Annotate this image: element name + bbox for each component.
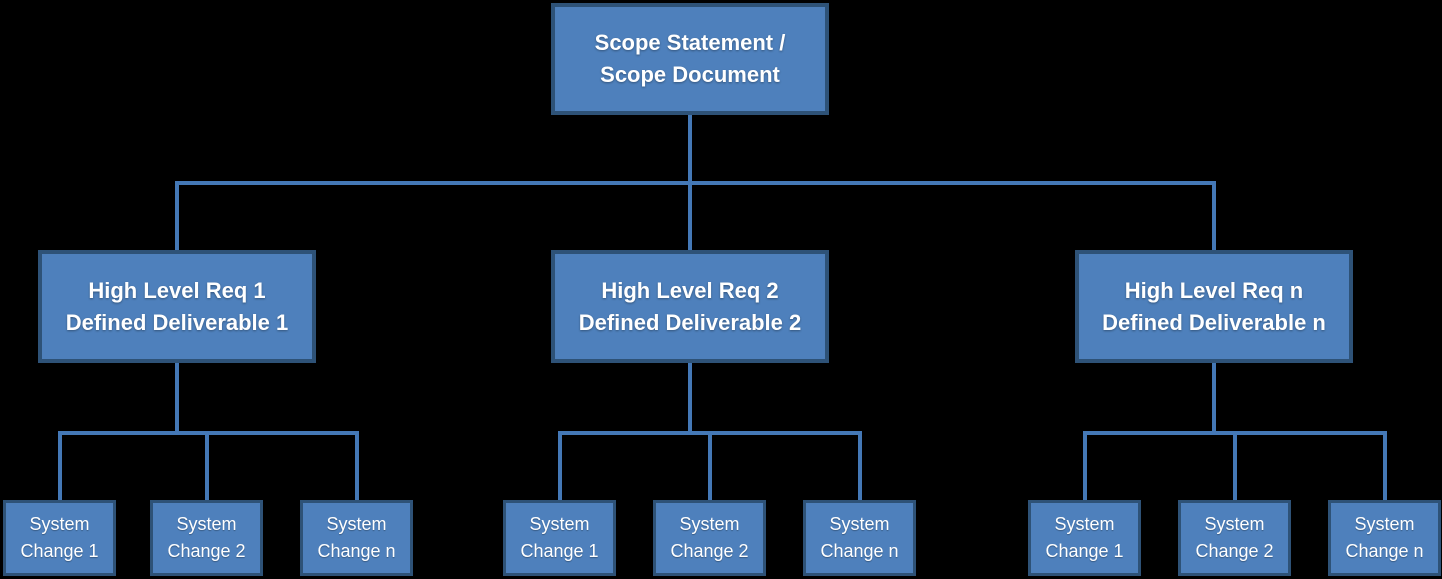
node-label-line: Change 2 [167, 541, 246, 561]
node-label-line: High Level Req 2 [601, 277, 779, 303]
node-label-line: High Level Req n [1124, 277, 1304, 303]
connector-group2-drop-2 [707, 431, 712, 500]
connector-level1-horizontal [175, 181, 1216, 185]
connector-group1-drop-2 [204, 431, 209, 500]
node-label-line: Change n [317, 541, 396, 561]
node-scope-statement: Scope Statement / Scope Document [551, 3, 829, 115]
node-group3-system-change-2: System Change 2 [1178, 500, 1291, 576]
node-high-level-req-n: High Level Req n Defined Deliverable n [1075, 250, 1353, 363]
connector-group1-drop-1 [57, 431, 62, 500]
node-group2-system-change-2: System Change 2 [653, 500, 766, 576]
node-label-line: Change 2 [670, 541, 749, 561]
node-group2-system-change-n: System Change n [803, 500, 916, 576]
connector-group2-parent-vertical [688, 363, 692, 434]
node-label-line: System [679, 514, 740, 534]
node-label-line: System [1354, 514, 1415, 534]
connector-group1-drop-3 [354, 431, 359, 500]
node-label-line: Change n [1345, 541, 1424, 561]
node-group1-system-change-n: System Change n [300, 500, 413, 576]
node-label-line: System [829, 514, 890, 534]
node-group1-system-change-1: System Change 1 [3, 500, 116, 576]
node-label-line: System [1054, 514, 1115, 534]
node-label-line: High Level Req 1 [88, 277, 266, 303]
connector-group1-parent-vertical [175, 363, 179, 434]
node-high-level-req-1: High Level Req 1 Defined Deliverable 1 [38, 250, 316, 363]
connector-group3-drop-2 [1232, 431, 1237, 500]
connector-group2-drop-1 [557, 431, 562, 500]
node-label-line: Change 2 [1195, 541, 1274, 561]
node-label-line: System [176, 514, 237, 534]
node-group3-system-change-n: System Change n [1328, 500, 1441, 576]
node-label-line: Change n [820, 541, 899, 561]
node-label-line: Change 1 [1045, 541, 1124, 561]
connector-group3-drop-1 [1082, 431, 1087, 500]
node-label-line: Change 1 [20, 541, 99, 561]
node-label-line: Scope Document [600, 62, 780, 87]
node-label-line: Defined Deliverable n [1102, 309, 1326, 335]
node-group3-system-change-1: System Change 1 [1028, 500, 1141, 576]
connector-group3-drop-3 [1382, 431, 1387, 500]
node-label-line: System [326, 514, 387, 534]
node-label-line: Change 1 [520, 541, 599, 561]
node-group2-system-change-1: System Change 1 [503, 500, 616, 576]
connector-level1-drop-right [1212, 181, 1216, 250]
node-label-line: System [529, 514, 590, 534]
node-group1-system-change-2: System Change 2 [150, 500, 263, 576]
node-label-line: System [29, 514, 90, 534]
node-high-level-req-2: High Level Req 2 Defined Deliverable 2 [551, 250, 829, 363]
connector-group3-parent-vertical [1212, 363, 1216, 434]
node-label-line: Defined Deliverable 1 [65, 309, 289, 335]
connector-level1-drop-left [175, 181, 179, 250]
node-label-line: Scope Statement / [594, 30, 786, 55]
node-label-line: System [1204, 514, 1265, 534]
node-label-line: Defined Deliverable 2 [578, 309, 802, 335]
connector-group2-drop-3 [857, 431, 862, 500]
